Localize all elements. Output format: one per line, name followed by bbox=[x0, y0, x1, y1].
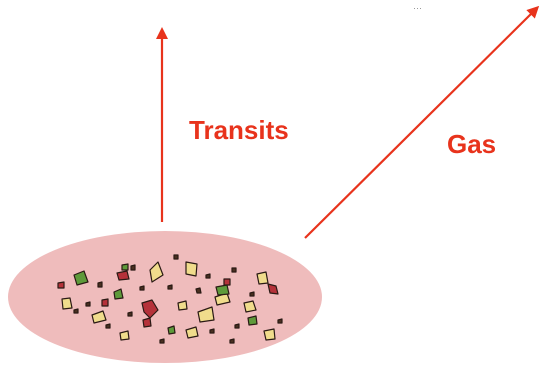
particle-green bbox=[168, 326, 175, 334]
particle-dark bbox=[128, 312, 132, 316]
particle-dark bbox=[98, 282, 102, 287]
particle-red bbox=[224, 279, 230, 285]
faint-marks bbox=[414, 8, 421, 9]
particle-red bbox=[102, 299, 108, 306]
particle-green bbox=[216, 285, 229, 295]
particle-dark bbox=[210, 329, 214, 333]
particle-red bbox=[143, 318, 151, 327]
particle-yellow bbox=[264, 329, 275, 340]
particle-red bbox=[117, 271, 129, 280]
particle-dark bbox=[206, 274, 210, 278]
particle-dark bbox=[160, 339, 164, 343]
particle-yellow bbox=[257, 272, 268, 284]
particle-green bbox=[248, 316, 257, 325]
particle-dark bbox=[74, 309, 78, 313]
particle-yellow bbox=[186, 262, 197, 276]
particle-dark bbox=[140, 286, 144, 290]
particle-dark bbox=[196, 288, 201, 293]
particle-dark bbox=[230, 339, 234, 343]
transits-label: Transits bbox=[189, 117, 289, 143]
particle-yellow bbox=[120, 331, 129, 340]
particle-dark bbox=[168, 285, 172, 289]
particle-dark bbox=[86, 302, 90, 306]
gas-arrow bbox=[305, 8, 537, 238]
gas-label: Gas bbox=[447, 131, 496, 157]
particle-red bbox=[58, 282, 64, 288]
particle-dark bbox=[174, 255, 178, 259]
particle-dark bbox=[250, 292, 254, 296]
particle-dark bbox=[278, 319, 282, 323]
particle-yellow bbox=[62, 298, 72, 309]
particle-dark bbox=[131, 265, 135, 270]
particle-dark bbox=[232, 268, 236, 272]
particle-green bbox=[122, 264, 128, 270]
particle-dark bbox=[106, 324, 110, 328]
particle-dark bbox=[235, 324, 239, 328]
particle-yellow bbox=[178, 301, 187, 310]
debris-disk bbox=[8, 231, 322, 363]
